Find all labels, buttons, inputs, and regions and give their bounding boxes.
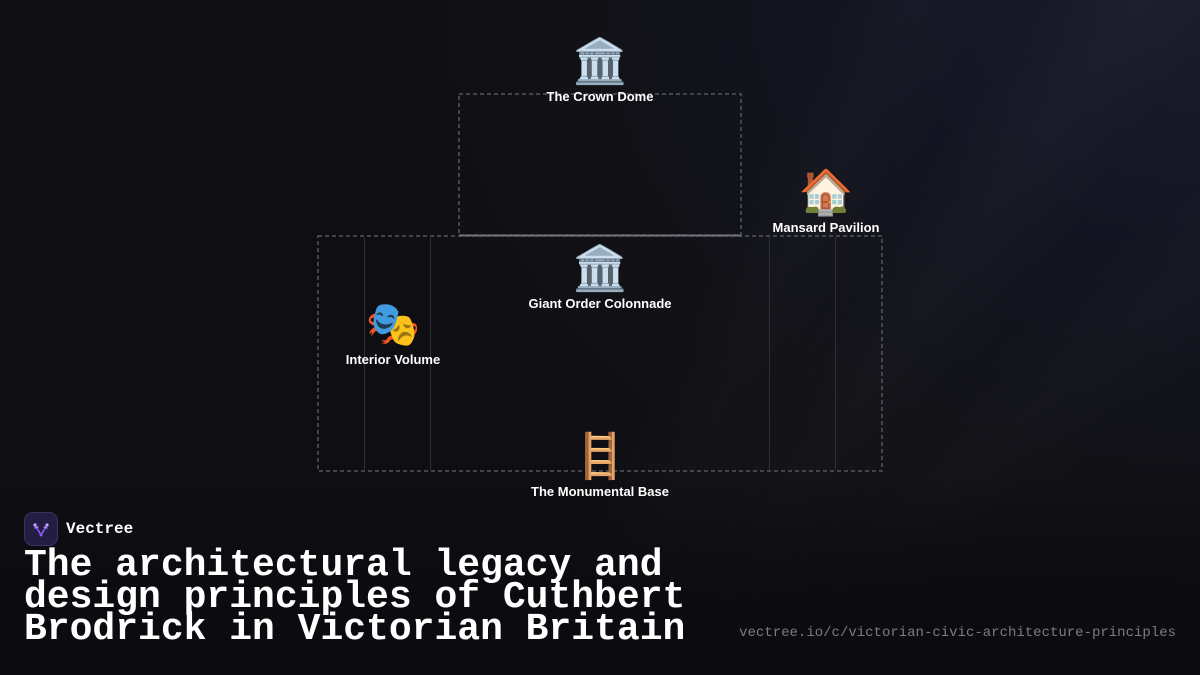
brand-name: Vectree <box>66 520 134 538</box>
brand: Vectree <box>24 512 133 546</box>
node-monumental-base: 🪜 The Monumental Base <box>531 431 669 500</box>
vectree-logo-icon <box>24 512 58 546</box>
node-label: Mansard Pavilion <box>772 220 880 235</box>
node-label: The Crown Dome <box>546 89 654 104</box>
node-giant-order-colonnade: 🏛️ Giant Order Colonnade <box>528 243 671 312</box>
page-title: The architectural legacy and design prin… <box>24 544 686 651</box>
classical-building-icon: 🏛️ <box>572 244 628 293</box>
node-label: Interior Volume <box>345 352 441 367</box>
house-icon: 🏠 <box>798 168 854 217</box>
vectree-logo-mark <box>33 523 49 537</box>
source-url: vectree.io/c/victorian-civic-architectur… <box>739 625 1176 641</box>
classical-building-icon: 🏛️ <box>572 37 628 86</box>
theater-masks-icon: 🎭 <box>365 300 421 349</box>
dome-outline <box>458 93 742 236</box>
ladder-icon: 🪜 <box>572 432 628 481</box>
node-mansard-pavilion: 🏠 Mansard Pavilion <box>773 167 880 236</box>
node-label: Giant Order Colonnade <box>528 296 672 311</box>
node-label: The Monumental Base <box>531 484 669 499</box>
node-interior-volume: 🎭 Interior Volume <box>346 299 440 368</box>
node-crown-dome: 🏛️ The Crown Dome <box>547 36 654 105</box>
